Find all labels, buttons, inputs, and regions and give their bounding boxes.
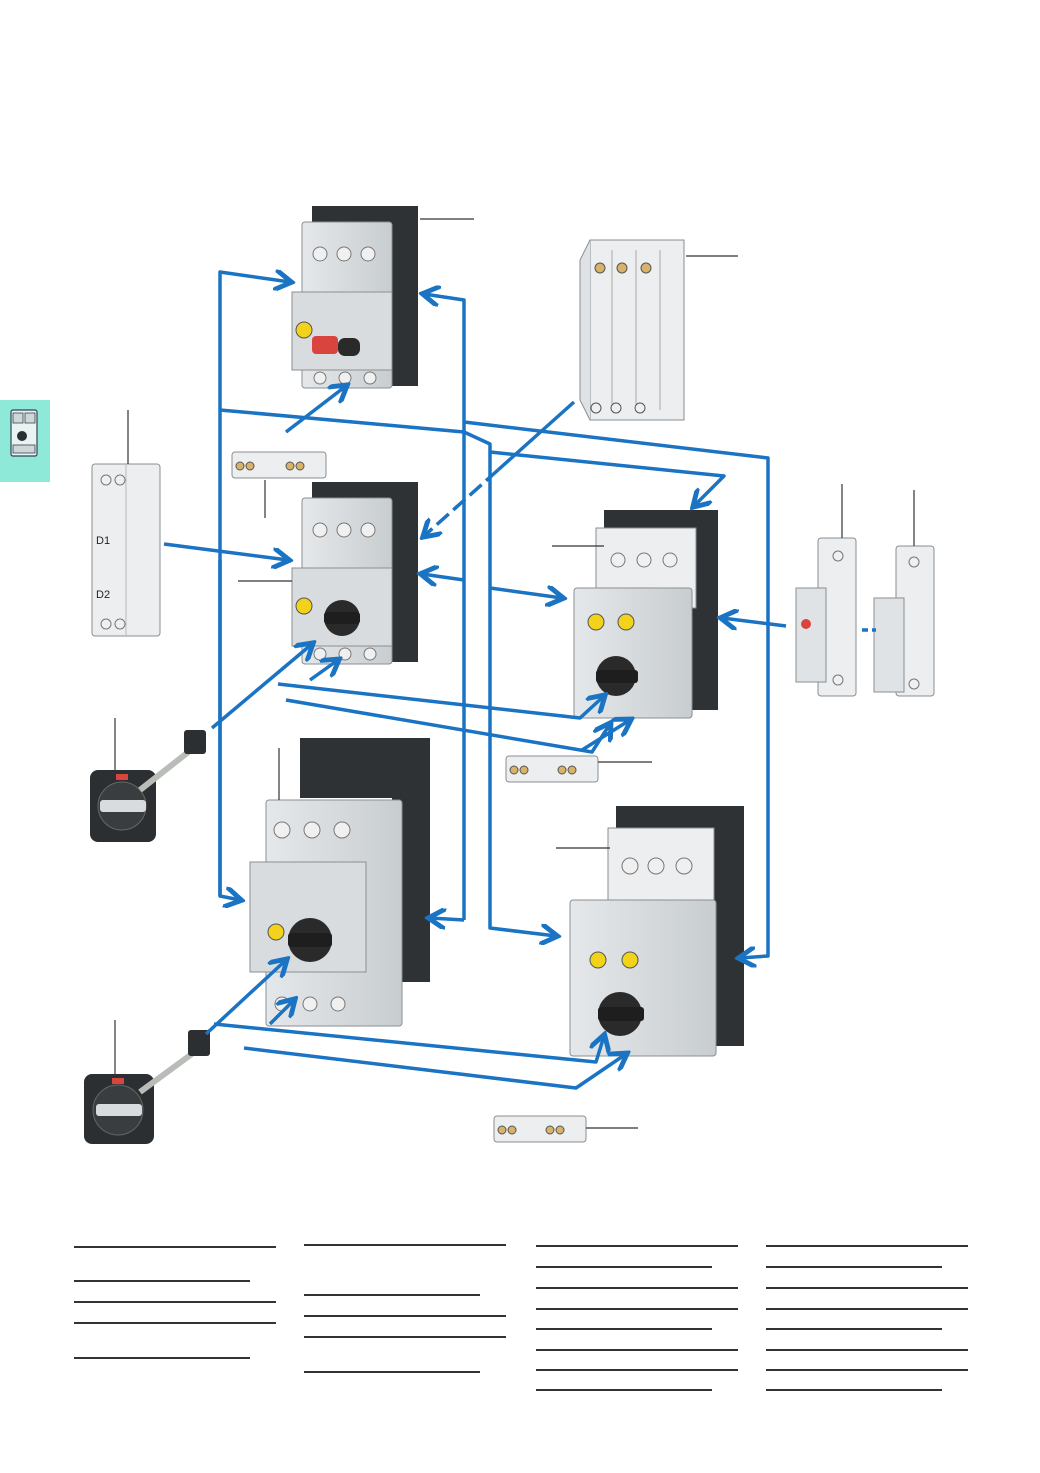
motor-protective-switch-rotary[interactable] [291, 482, 418, 665]
motor-protective-switch-right-1[interactable] [573, 510, 718, 719]
footer-column-3 [536, 1236, 741, 1406]
footer-column-1 [74, 1236, 279, 1406]
trip-indicating-auxiliary-contact[interactable] [873, 545, 935, 697]
front-auxiliary-contact-3[interactable] [493, 1115, 587, 1143]
standard-auxiliary-contact[interactable] [795, 537, 857, 697]
aux-label-d2: D2 [96, 589, 110, 601]
front-auxiliary-contact-1[interactable] [231, 451, 327, 479]
motor-protective-switch-large[interactable] [249, 738, 430, 1027]
footer-column-2 [304, 1236, 509, 1406]
aux-label-d1: D1 [96, 535, 110, 547]
front-auxiliary-contact-2[interactable] [505, 755, 599, 783]
auxiliary-contact-d1-d2[interactable]: D1 D2 [91, 463, 161, 637]
connection-arrows [163, 272, 876, 1090]
motor-protective-switch-icon [10, 409, 38, 457]
door-coupling-rotary-handle-2[interactable] [84, 1030, 210, 1144]
yellow-adjustment-dial-icon[interactable] [295, 321, 313, 339]
motor-protective-switch-right-2[interactable] [569, 806, 744, 1057]
terminal-block[interactable] [579, 239, 685, 421]
door-coupling-rotary-handle-1[interactable] [90, 730, 206, 842]
section-tab[interactable] [0, 400, 50, 482]
footer-column-4 [766, 1236, 971, 1406]
motor-protective-switch-pushbutton[interactable] [291, 206, 418, 389]
